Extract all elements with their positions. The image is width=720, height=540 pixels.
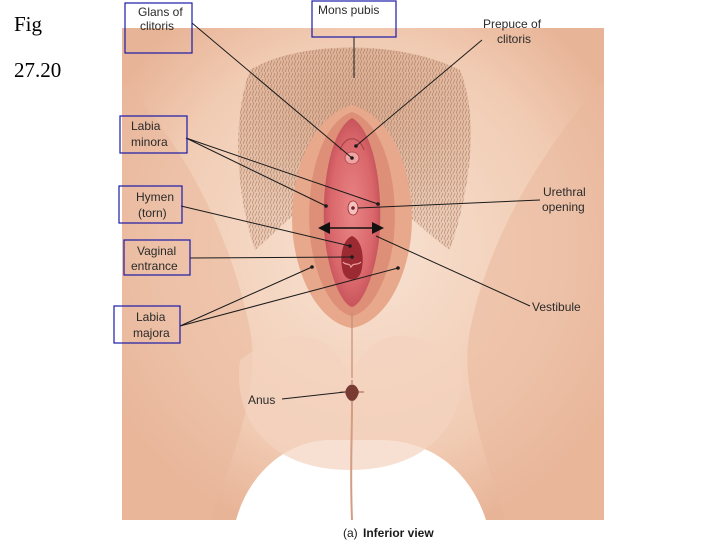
leader-labia-minora-dot-1 [324, 204, 328, 208]
vestibule-double-arrow [318, 222, 384, 234]
label-labia-majora: Labia majora [113, 305, 181, 344]
leader-glans-dot [350, 156, 354, 160]
label-mons-pubis: Mons pubis [311, 0, 397, 38]
label-vestibule: Vestibule [532, 300, 581, 314]
leader-hymen-dot [348, 244, 352, 248]
label-mons-box [311, 0, 397, 38]
label-glans-line2: clitoris [140, 19, 174, 33]
leader-labia-majora-2 [179, 267, 399, 327]
leader-hymen [180, 205, 351, 247]
label-labia-minora: Labia minora [119, 115, 188, 154]
label-labia-majora-line1: Labia [136, 310, 166, 324]
urethral-opening-dot [351, 206, 355, 210]
label-glans-line1: Glans of [138, 5, 183, 19]
illustration [122, 28, 604, 521]
slide-title-line2: 27.20 [14, 58, 62, 82]
label-vaginal: Vaginal entrance [123, 239, 191, 276]
leader-glans [191, 22, 353, 159]
label-labia-minora-line2: minora [131, 135, 168, 149]
leader-labia-majora-dot-1 [310, 265, 314, 269]
leader-vaginal [189, 256, 353, 259]
leader-anus [281, 391, 346, 400]
leader-prepuce-dot [354, 144, 358, 148]
label-labia-majora-box [113, 305, 181, 344]
left-thigh-shading [122, 80, 253, 520]
leader-labia-minora-1 [185, 137, 327, 207]
label-vestibule-text: Vestibule [532, 300, 581, 314]
label-labia-majora-line2: majora [133, 326, 170, 340]
leader-labia-majora-dot-2 [396, 266, 400, 270]
caption-view: Inferior view [363, 526, 434, 540]
leader-labia-minora-dot-2 [376, 202, 380, 206]
caption-part: (a) [343, 526, 358, 540]
label-prepuce: Prepuce of clitoris [483, 17, 542, 46]
label-glans: Glans of clitoris [124, 2, 193, 54]
prepuce-shape [339, 138, 365, 151]
label-urethral-line1: Urethral [543, 185, 586, 199]
leader-labia-minora-2 [185, 137, 379, 205]
label-vaginal-line2: entrance [131, 259, 178, 273]
right-thigh-shading [467, 80, 604, 520]
label-vaginal-line1: Vaginal [137, 244, 176, 258]
label-labia-minora-box [119, 115, 188, 154]
label-urethral: Urethral opening [542, 185, 586, 214]
leader-vestibule [375, 235, 531, 307]
anus-shape [345, 384, 359, 401]
leader-labia-majora-1 [179, 266, 313, 327]
buttock-shading [238, 336, 462, 470]
label-glans-box [124, 2, 193, 54]
leader-prepuce [355, 39, 483, 147]
hymen-remnants [342, 261, 362, 269]
label-hymen-box [118, 185, 183, 224]
label-labia-minora-line1: Labia [131, 119, 161, 133]
label-urethral-line2: opening [542, 200, 585, 214]
gluteal-cleft [350, 404, 353, 521]
label-anus: Anus [248, 393, 275, 407]
label-hymen-line2: (torn) [138, 206, 167, 220]
label-prepuce-line1: Prepuce of [483, 17, 542, 31]
slide-title-line1: Fig [14, 12, 43, 36]
label-vaginal-box [123, 239, 191, 276]
label-anus-text: Anus [248, 393, 275, 407]
leader-lines [179, 22, 541, 400]
label-prepuce-line2: clitoris [497, 32, 531, 46]
leader-vaginal-dot [350, 255, 354, 259]
figure-caption: (a) Inferior view [343, 526, 434, 540]
label-hymen-line1: Hymen [136, 190, 174, 204]
label-mons-text: Mons pubis [318, 3, 379, 17]
leader-urethral [357, 199, 541, 209]
label-hymen: Hymen (torn) [118, 185, 183, 224]
